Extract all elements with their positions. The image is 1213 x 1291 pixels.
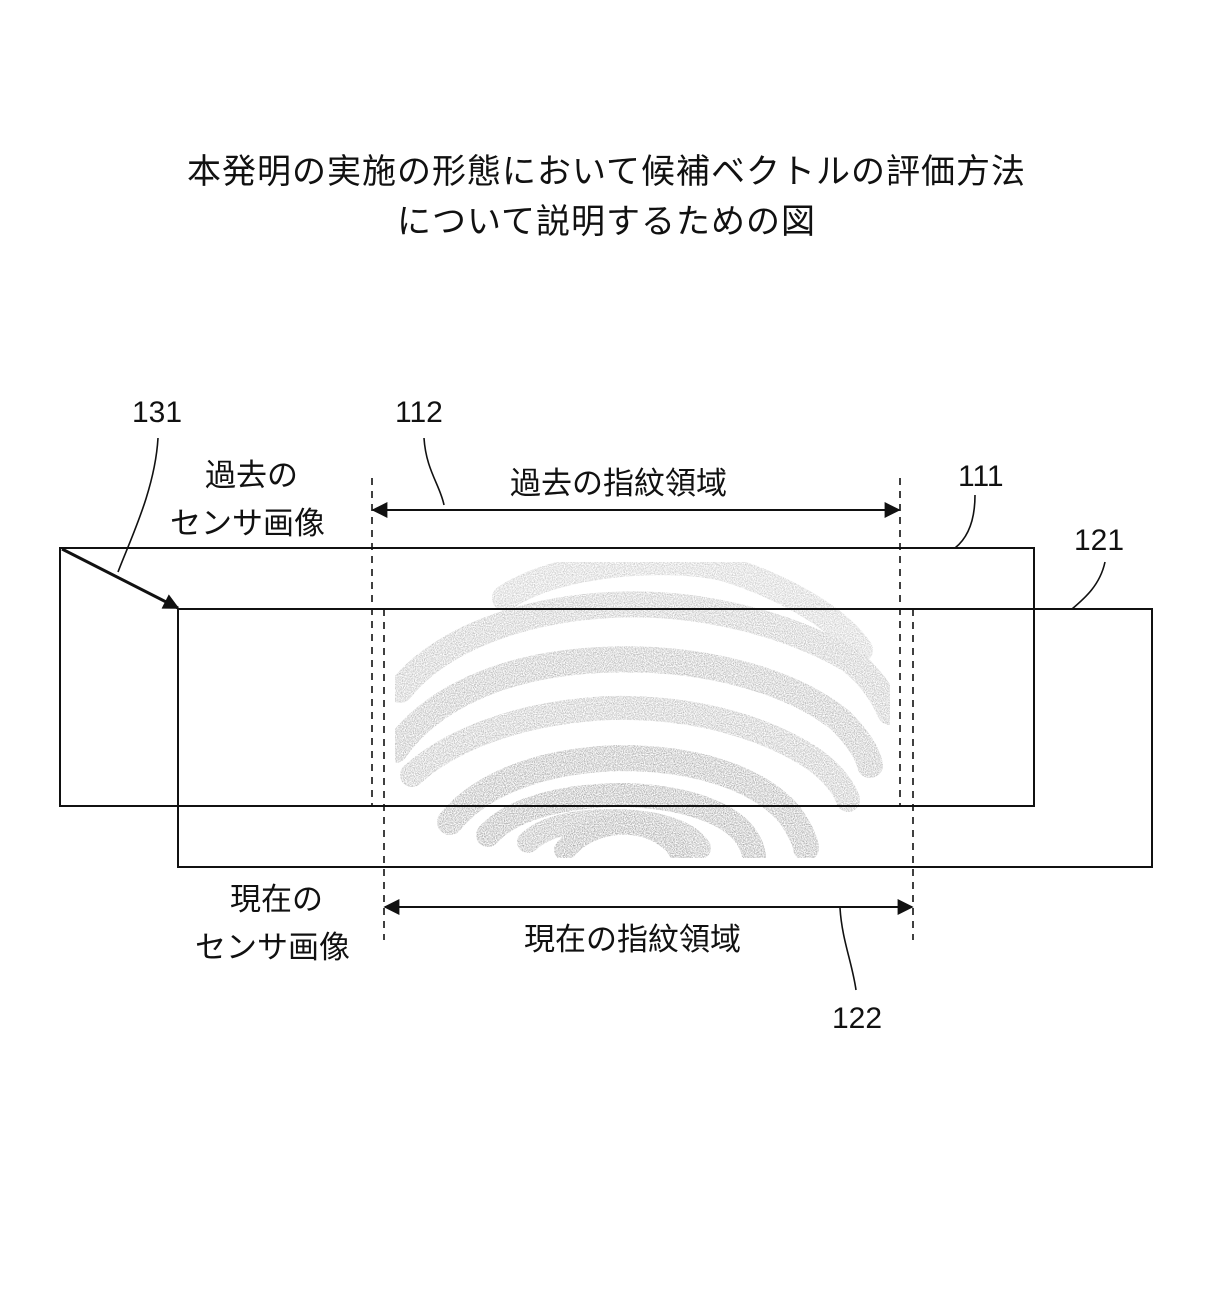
leader-112	[424, 438, 444, 505]
leader-122	[840, 908, 856, 990]
past-sensor-label-line1: 過去の	[205, 458, 298, 494]
leader-111	[955, 495, 975, 548]
current-sensor-label-line2: センサ画像	[195, 930, 350, 966]
current-sensor-label-line1: 現在の	[230, 882, 323, 918]
past-region-label: 過去の指紋領域	[510, 466, 727, 502]
candidate-vector-arrow	[62, 549, 178, 608]
ref-numeral-131: 131	[132, 396, 182, 430]
past-sensor-label-line2: センサ画像	[170, 506, 325, 542]
ref-numeral-121: 121	[1074, 524, 1124, 558]
leader-121	[1072, 562, 1105, 609]
current-region-label: 現在の指紋領域	[524, 922, 741, 958]
ref-numeral-111: 111	[958, 460, 1004, 494]
ref-numeral-112: 112	[395, 396, 443, 430]
fingerprint	[395, 562, 890, 858]
ref-numeral-122: 122	[832, 1002, 882, 1036]
leader-131	[118, 438, 158, 572]
ridge-8	[565, 824, 682, 858]
